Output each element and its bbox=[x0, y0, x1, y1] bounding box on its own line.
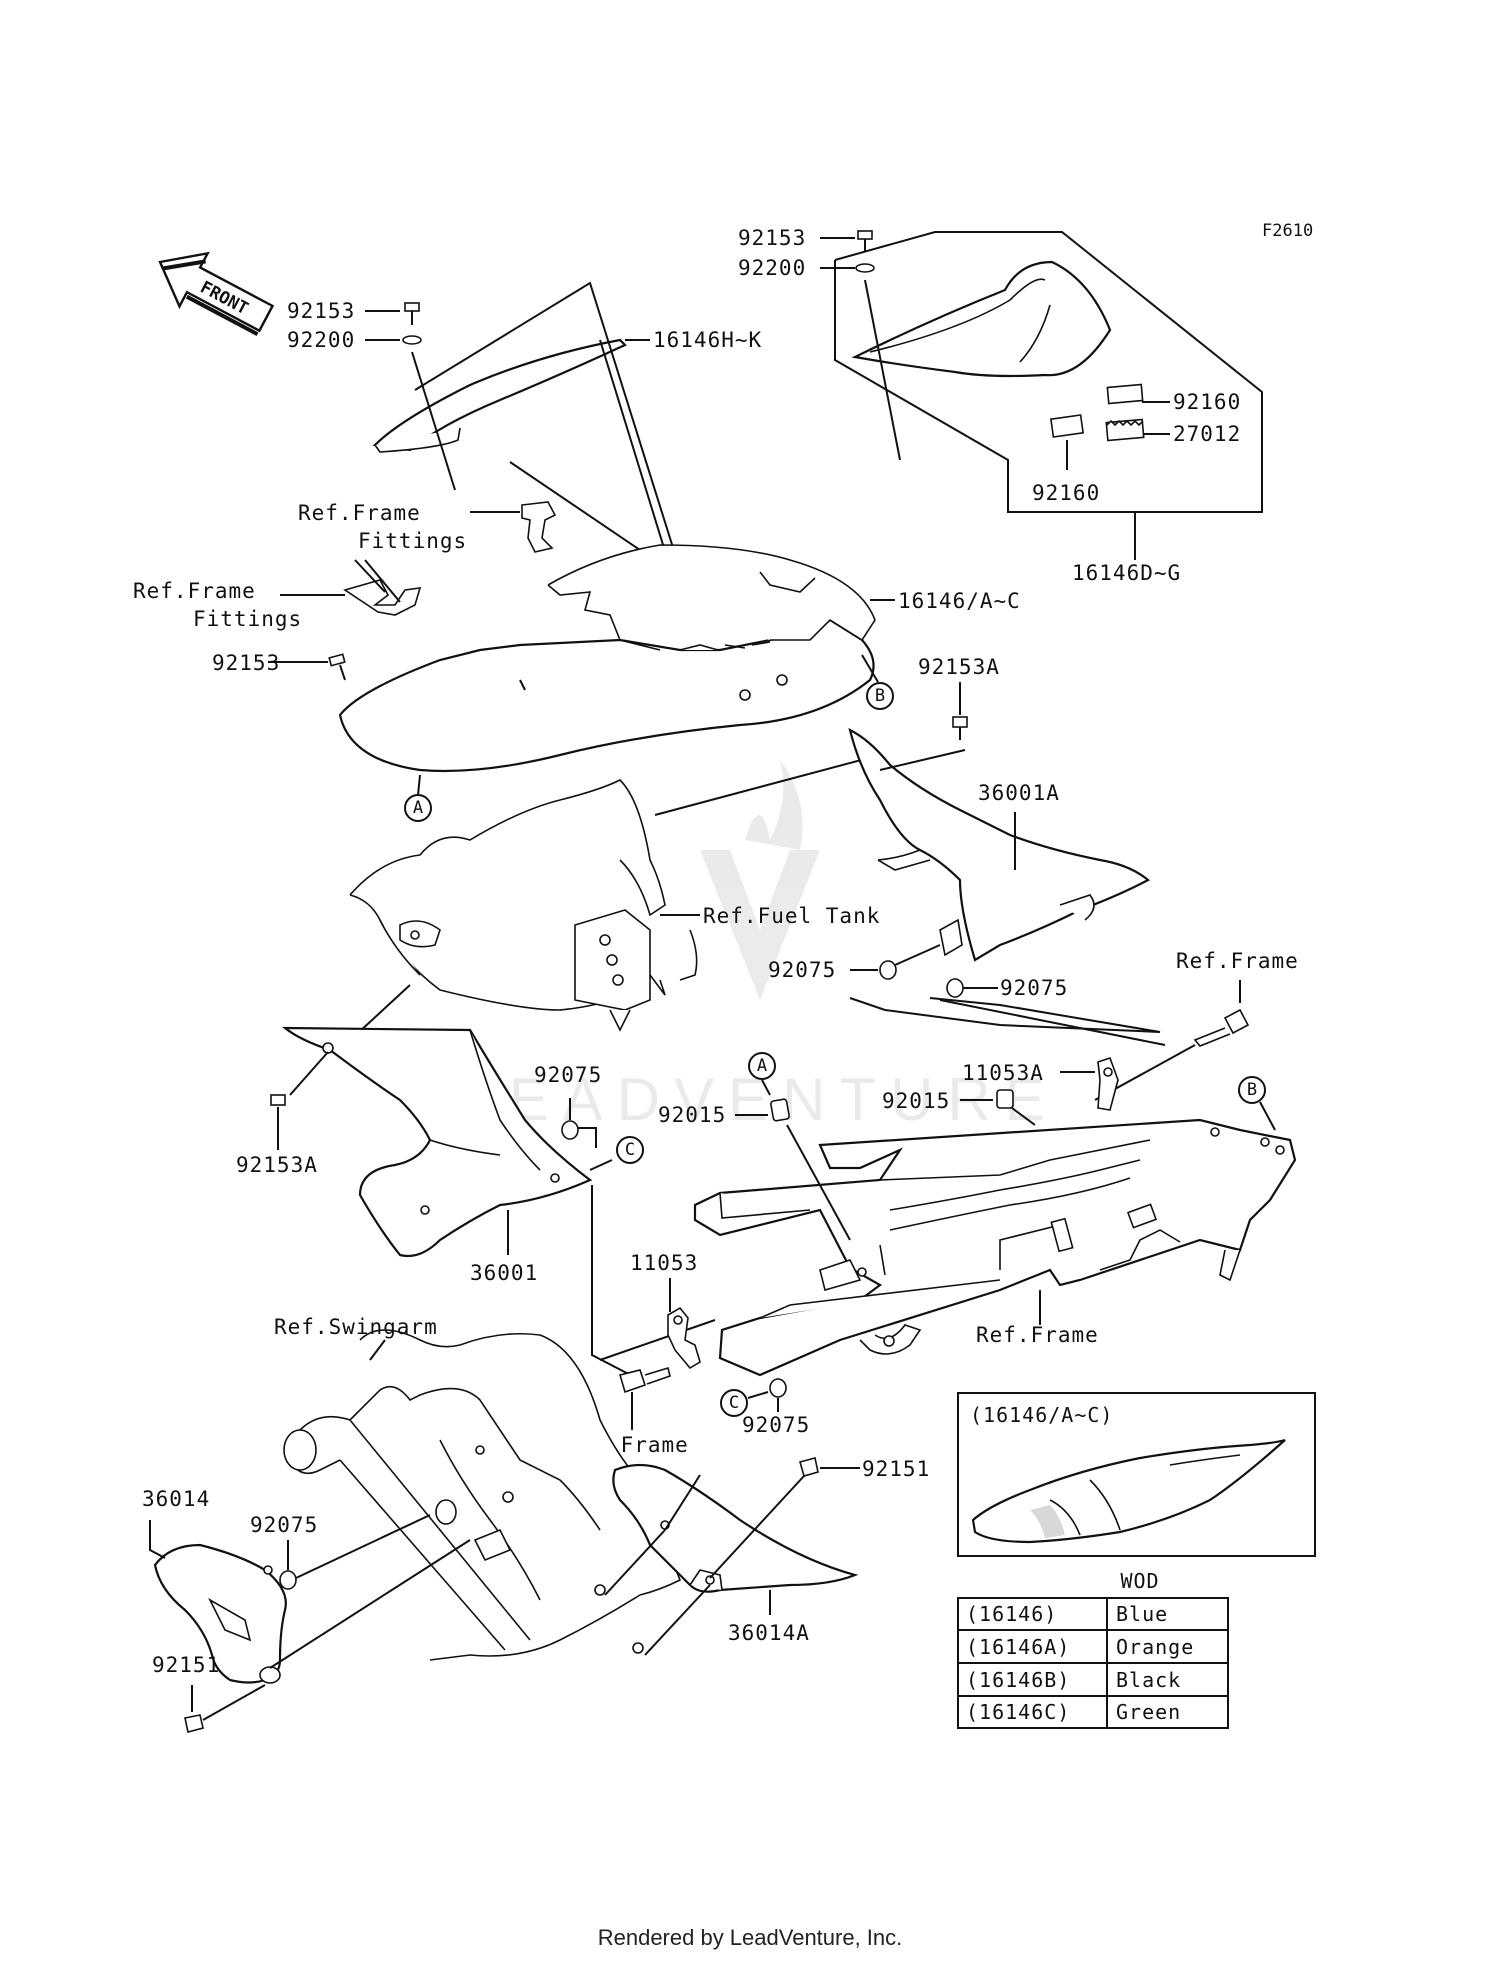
svg-text:B: B bbox=[875, 686, 885, 706]
color-table-row-0-color: Blue bbox=[1116, 1602, 1168, 1626]
inset-box: (16146/A~C) bbox=[957, 1392, 1316, 1557]
ref-swingarm bbox=[283, 1329, 682, 1661]
label-ref-swingarm: Ref.Swingarm bbox=[274, 1315, 438, 1339]
svg-text:A: A bbox=[757, 1056, 767, 1076]
svg-text:C: C bbox=[729, 1393, 739, 1413]
label-92075-d: 92075 bbox=[742, 1413, 810, 1437]
screw-92153A-left bbox=[270, 1051, 329, 1150]
label-ref-frame-mid: Ref.Frame bbox=[976, 1323, 1099, 1347]
screw-92153-left bbox=[365, 302, 456, 491]
tag-c-2: C bbox=[720, 1389, 748, 1417]
label-92075-e: 92075 bbox=[250, 1513, 318, 1537]
label-92200-left: 92200 bbox=[287, 328, 355, 352]
bolt-ref-frame-bottom bbox=[618, 1366, 671, 1430]
label-ref-frame-fittings-1a: Ref.Frame bbox=[298, 501, 421, 525]
label-27012: 27012 bbox=[1173, 422, 1241, 446]
label-92160-right: 92160 bbox=[1173, 390, 1241, 414]
grommet-92075-e bbox=[279, 1514, 431, 1590]
grommet-92075-b bbox=[946, 978, 998, 998]
label-92151-right: 92151 bbox=[862, 1457, 930, 1481]
label-92153-mid: 92153 bbox=[212, 651, 280, 675]
label-ref-frame-fittings-2b: Fittings bbox=[193, 607, 302, 631]
label-ref-frame-fittings-1b: Fittings bbox=[358, 529, 467, 553]
label-92151-left: 92151 bbox=[152, 1653, 220, 1677]
label-92153-left: 92153 bbox=[287, 299, 355, 323]
tag-a-2: A bbox=[748, 1052, 776, 1080]
tag-a-1: A bbox=[404, 794, 432, 822]
label-36014A: 36014A bbox=[728, 1621, 810, 1645]
screw-92153-top bbox=[820, 230, 901, 461]
svg-text:C: C bbox=[625, 1140, 635, 1160]
label-11053A: 11053A bbox=[962, 1061, 1044, 1085]
label-11053: 11053 bbox=[630, 1251, 698, 1275]
label-92153A-left: 92153A bbox=[236, 1153, 318, 1177]
label-92153-top: 92153 bbox=[738, 226, 806, 250]
label-92160-mid: 92160 bbox=[1032, 481, 1100, 505]
footer-credit: Rendered by LeadVenture, Inc. bbox=[597, 1925, 903, 1950]
color-table-row-2-color: Black bbox=[1116, 1668, 1181, 1692]
ref-frame bbox=[693, 1118, 1297, 1377]
chain-guard-36014 bbox=[149, 1520, 287, 1684]
color-table-row-3-code: (16146C) bbox=[966, 1700, 1070, 1724]
bracket-11053 bbox=[667, 1278, 701, 1370]
label-16146HK: 16146H~K bbox=[653, 328, 762, 352]
screw-92153-mid bbox=[268, 653, 346, 681]
color-table-row-2-code: (16146B) bbox=[966, 1668, 1070, 1692]
ref-frame-fittings-1 bbox=[470, 461, 641, 553]
figure-code: F2610 bbox=[1262, 221, 1313, 241]
watermark: LEADVENTURE bbox=[461, 760, 1058, 1133]
label-ref-fuel-tank: Ref.Fuel Tank bbox=[703, 904, 880, 928]
svg-text:B: B bbox=[1247, 1080, 1257, 1100]
label-ref-frame-fittings-2a: Ref.Frame bbox=[133, 579, 256, 603]
grommet-92075-a bbox=[850, 944, 941, 980]
label-92015-right: 92015 bbox=[882, 1089, 950, 1113]
grommet-92075-c bbox=[561, 1098, 597, 1148]
label-92075-a: 92075 bbox=[768, 958, 836, 982]
chain-guard-36014A bbox=[604, 1463, 859, 1656]
cover-16146HK bbox=[372, 338, 650, 453]
tag-b-2: B bbox=[1238, 1076, 1266, 1104]
screw-92153A-right bbox=[952, 682, 968, 740]
collar-92015-left bbox=[735, 1098, 851, 1241]
label-92075-b: 92075 bbox=[1000, 976, 1068, 1000]
color-table: WOD (16146) Blue (16146A) Orange (16146B… bbox=[957, 1569, 1229, 1729]
label-36014: 36014 bbox=[142, 1487, 210, 1511]
bolt-ref-frame-top bbox=[1193, 980, 1250, 1047]
color-table-row-1-code: (16146A) bbox=[966, 1635, 1070, 1659]
label-92153A-right: 92153A bbox=[918, 655, 1000, 679]
screw-92151-right bbox=[709, 1457, 860, 1579]
grommet-92075-d bbox=[747, 1378, 787, 1412]
inset-title: (16146/A~C) bbox=[970, 1403, 1113, 1427]
ref-fuel-tank bbox=[344, 754, 881, 1046]
watermark-text: LEADVENTURE bbox=[461, 1066, 1058, 1133]
panel-36001A bbox=[848, 727, 1150, 962]
svg-text:A: A bbox=[413, 798, 423, 818]
bracket-11053A bbox=[1060, 1056, 1119, 1111]
color-table-row-3-color: Green bbox=[1116, 1700, 1181, 1724]
tag-b-1: B bbox=[866, 682, 894, 710]
label-36001A: 36001A bbox=[978, 781, 1060, 805]
label-16146DG: 16146D~G bbox=[1072, 561, 1181, 585]
screw-92151-left bbox=[184, 1539, 471, 1733]
ref-frame-fittings-2 bbox=[280, 559, 422, 616]
color-table-title: WOD bbox=[1120, 1569, 1159, 1593]
color-table-row-1-color: Orange bbox=[1116, 1635, 1194, 1659]
side-cover-16146AC bbox=[338, 544, 895, 773]
label-ref-frame-top: Ref.Frame bbox=[1176, 949, 1299, 973]
seat-cowl-16146DG bbox=[834, 231, 1263, 560]
label-92200-top: 92200 bbox=[738, 256, 806, 280]
front-arrow-icon: FRONT bbox=[158, 251, 275, 336]
label-92075-c: 92075 bbox=[534, 1063, 602, 1087]
color-table-row-0-code: (16146) bbox=[966, 1602, 1057, 1626]
label-16146AC: 16146/A~C bbox=[898, 589, 1021, 613]
collar-92015-right bbox=[960, 1089, 1036, 1126]
tag-c-1: C bbox=[616, 1136, 644, 1164]
label-36001: 36001 bbox=[470, 1261, 538, 1285]
label-92015-left: 92015 bbox=[658, 1103, 726, 1127]
